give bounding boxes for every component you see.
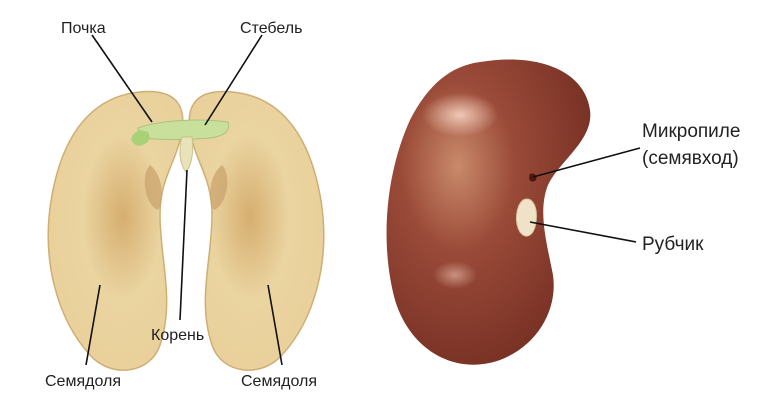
label-cotyledon-left: Семядоля [45, 374, 121, 390]
label-root: Корень [151, 328, 204, 344]
seed-highlight-small [433, 261, 477, 289]
leader-line-root [180, 170, 187, 320]
label-bud: Почка [61, 21, 106, 37]
label-micropyle-alt: (семявход) [642, 149, 739, 168]
label-hilum: Рубчик [642, 235, 703, 254]
label-stem: Стебель [240, 21, 302, 37]
label-micropyle: Микропиле [642, 122, 740, 141]
embryo-root [180, 137, 193, 172]
label-cotyledon-right: Семядоля [241, 374, 317, 390]
leader-line-hilum [530, 222, 636, 242]
hilum-mark [516, 199, 536, 236]
seed-highlight [422, 93, 498, 137]
